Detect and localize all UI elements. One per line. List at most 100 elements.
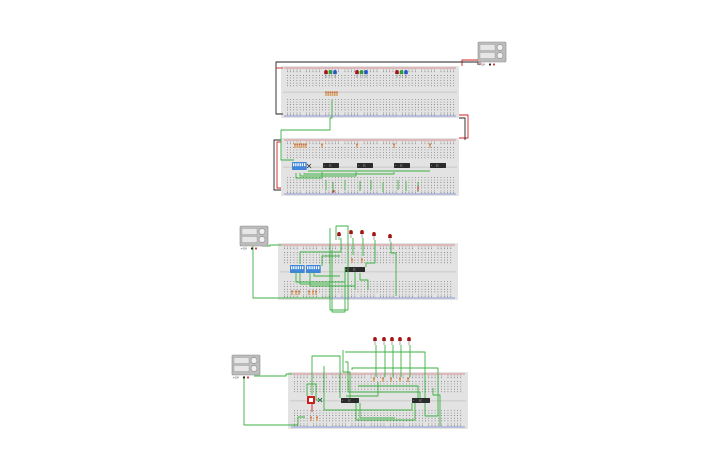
- dip-switch-lever[interactable]: [313, 266, 315, 270]
- ic-chip-notch: [430, 164, 432, 167]
- terminal-positive[interactable]: [254, 247, 258, 250]
- terminal-negative[interactable]: [250, 247, 254, 250]
- resistor-body: [298, 290, 300, 295]
- ic-chip: IC: [341, 398, 359, 403]
- dip-switch-lever[interactable]: [307, 266, 309, 270]
- resistor: [373, 377, 375, 382]
- power-supply-knob[interactable]: [250, 365, 258, 372]
- breadboard-c3: [288, 372, 468, 429]
- power-supply-display: [241, 236, 258, 243]
- ic-chip-body: [412, 398, 430, 403]
- dip-switch-lever[interactable]: [311, 266, 313, 270]
- power-supply-display: [479, 44, 496, 51]
- pushbutton[interactable]: [307, 396, 315, 404]
- power-supply[interactable]: +5V: [477, 41, 507, 67]
- resistor-band: [407, 378, 409, 379]
- resistor: [294, 143, 296, 148]
- led-body: [404, 70, 408, 74]
- wire: [331, 250, 346, 313]
- ic-chip-notch: [412, 399, 414, 402]
- led: [398, 336, 402, 345]
- wire: [345, 351, 426, 398]
- power-supply-label: +5V: [479, 63, 486, 67]
- dip-switch-lever[interactable]: [299, 266, 302, 270]
- dip-switch-lever[interactable]: [309, 266, 311, 270]
- dip-switch-lever[interactable]: [315, 266, 318, 270]
- resistor-band: [298, 144, 301, 145]
- power-supply-label: +5V: [241, 247, 248, 251]
- dip-switch-lever[interactable]: [302, 266, 304, 270]
- resistor: [327, 91, 329, 96]
- ic-chip: IC: [412, 398, 430, 403]
- resistor: [295, 290, 297, 295]
- dip-switch-lever[interactable]: [295, 163, 297, 167]
- terminal-positive[interactable]: [246, 376, 250, 379]
- wire-rail-bridge-red: [459, 114, 469, 139]
- pushbutton-cap[interactable]: [309, 398, 313, 402]
- resistor-band: [329, 92, 332, 93]
- breadboard-c1-upper: [281, 66, 459, 118]
- resistor: [334, 91, 336, 96]
- ic-chip-label: IC: [400, 164, 403, 167]
- power-supply-knob[interactable]: [250, 357, 258, 364]
- dip-switch-lever[interactable]: [301, 163, 304, 167]
- resistor-band: [390, 378, 392, 379]
- led-body: [390, 336, 394, 341]
- wire: [280, 100, 333, 161]
- resistor-band: [327, 92, 329, 93]
- led: [337, 231, 341, 240]
- power-supply-display: [233, 357, 250, 364]
- led-body: [328, 70, 333, 74]
- power-supply-knob[interactable]: [496, 52, 504, 59]
- led-body: [398, 336, 402, 341]
- dip-switch[interactable]: [290, 265, 305, 273]
- resistor-body: [331, 91, 334, 96]
- ic-chip: IC: [345, 267, 365, 272]
- power-supply[interactable]: +5V: [231, 354, 261, 380]
- power-supply[interactable]: +5V: [239, 225, 269, 251]
- resistor: [321, 143, 323, 148]
- led: [333, 70, 337, 78]
- dip-switch-lever[interactable]: [297, 266, 299, 270]
- ic-chip-notch: [345, 268, 347, 271]
- wire: [329, 225, 349, 311]
- wire: [295, 172, 323, 179]
- resistor-body: [310, 416, 312, 421]
- power-supply-knob[interactable]: [496, 44, 504, 51]
- resistor-band: [312, 291, 314, 292]
- power-supply-knob[interactable]: [258, 228, 266, 235]
- resistor: [361, 258, 363, 263]
- wire: [351, 367, 439, 417]
- resistor-body: [296, 143, 298, 148]
- dip-switch-lever[interactable]: [295, 266, 297, 270]
- resistor: [298, 143, 301, 148]
- dip-switch-lever[interactable]: [297, 163, 299, 167]
- dip-switch-lever[interactable]: [293, 163, 295, 167]
- dip-switch-lever[interactable]: [304, 163, 306, 167]
- dip-switch-lever[interactable]: [299, 163, 301, 167]
- led: [373, 336, 377, 345]
- led-body: [373, 336, 377, 341]
- power-supply-knob[interactable]: [258, 236, 266, 243]
- wire: [306, 383, 322, 401]
- terminal-negative[interactable]: [242, 376, 246, 379]
- resistor-band: [334, 92, 336, 93]
- dip-switch[interactable]: [306, 265, 321, 273]
- resistor-band: [303, 144, 305, 145]
- resistor: [303, 143, 305, 148]
- resistor-body: [303, 143, 305, 148]
- dip-switch-lever[interactable]: [293, 266, 295, 270]
- terminal-negative[interactable]: [488, 63, 492, 66]
- resistor-band: [429, 144, 431, 145]
- resistor: [305, 143, 307, 148]
- dip-switch-lever[interactable]: [291, 266, 293, 270]
- wire: [342, 350, 351, 398]
- resistor-body: [316, 416, 318, 421]
- wire: [299, 238, 342, 264]
- terminal-positive[interactable]: [492, 63, 496, 66]
- ic-chip-label: IC: [419, 399, 422, 402]
- breadboard-channel: [290, 399, 466, 402]
- ic-chip: IC: [357, 163, 373, 168]
- dip-switch[interactable]: [292, 162, 307, 170]
- dip-switch-lever[interactable]: [318, 266, 320, 270]
